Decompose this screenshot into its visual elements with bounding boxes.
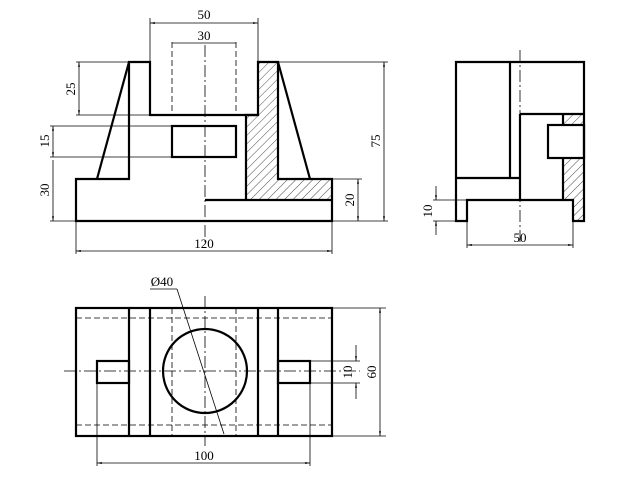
front-view: 50 30 25 15 30 75 20 120	[37, 7, 388, 254]
side-slot	[546, 123, 586, 160]
dim-boss-height: 25	[63, 83, 78, 96]
dim-slot-spacing: 100	[194, 448, 214, 463]
dim-base-step-height: 30	[37, 184, 52, 197]
top-view: Ø40 10 60 100	[64, 274, 386, 466]
dim-bore-width: 30	[198, 28, 211, 43]
dim-slot-width: 10	[340, 366, 355, 379]
front-section-hatch	[246, 62, 332, 200]
dim-depth: 60	[364, 366, 379, 379]
dim-top-width: 50	[198, 7, 211, 22]
dim-foot-height: 10	[420, 205, 435, 218]
side-view: 10 50	[420, 50, 586, 248]
left-slot	[95, 359, 131, 385]
dim-hole-diameter: Ø40	[151, 274, 173, 289]
dim-slot-height: 15	[37, 135, 52, 148]
diameter-leader	[176, 288, 225, 435]
right-rib	[276, 61, 312, 180]
front-slot	[170, 124, 238, 159]
right-slot	[276, 359, 312, 385]
dim-total-height: 75	[368, 135, 383, 148]
section-edge	[205, 113, 332, 202]
left-rib	[95, 61, 131, 180]
top-outline	[74, 306, 334, 438]
dim-total-width: 120	[194, 236, 214, 251]
dim-base-height: 20	[342, 194, 357, 207]
dim-foot-width: 50	[514, 230, 527, 245]
